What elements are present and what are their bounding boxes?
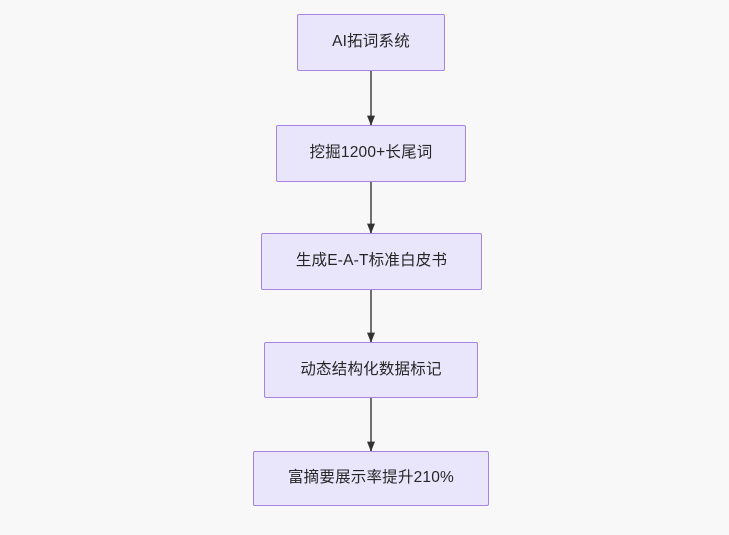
flow-node-label: AI拓词系统	[332, 33, 410, 51]
flow-node-label: 挖掘1200+长尾词	[309, 144, 433, 162]
flow-node-structured-data-markup[interactable]: 动态结构化数据标记	[264, 342, 478, 398]
flow-node-eat-whitepaper[interactable]: 生成E-A-T标准白皮书	[261, 233, 482, 290]
flow-node-longtail-keywords[interactable]: 挖掘1200+长尾词	[276, 125, 466, 182]
flow-node-label: 动态结构化数据标记	[300, 360, 442, 378]
flow-node-ai-keyword-system[interactable]: AI拓词系统	[297, 14, 445, 71]
flow-node-label: 生成E-A-T标准白皮书	[295, 252, 448, 270]
flow-node-label: 富摘要展示率提升210%	[287, 469, 455, 487]
flow-node-rich-snippet-result[interactable]: 富摘要展示率提升210%	[253, 451, 489, 506]
